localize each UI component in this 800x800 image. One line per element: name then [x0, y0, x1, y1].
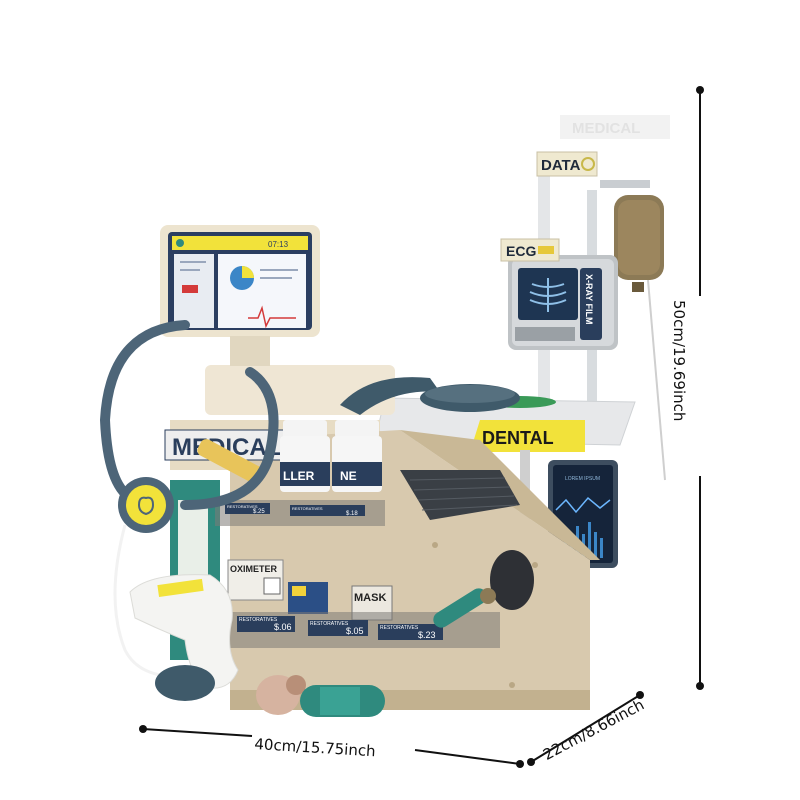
- stethoscope: [99, 320, 279, 677]
- svg-text:RESTORATIVES: RESTORATIVES: [292, 506, 323, 511]
- svg-text:$.23: $.23: [418, 630, 436, 640]
- upper-shelf: RESTORATIVES $.25 RESTORATIVES $.18: [215, 500, 385, 526]
- oximeter-box: OXIMETER: [227, 559, 284, 601]
- svg-text:07:13: 07:13: [268, 240, 289, 249]
- medicine-bottle-left: LLER: [280, 420, 330, 492]
- svg-text:DATA: DATA: [541, 157, 581, 174]
- svg-text:RESTORATIVES: RESTORATIVES: [239, 617, 278, 623]
- svg-text:RESTORATIVES: RESTORATIVES: [227, 504, 258, 509]
- svg-text:RESTORATIVES: RESTORATIVES: [310, 621, 349, 627]
- svg-text:X-RAY FILM: X-RAY FILM: [584, 274, 594, 325]
- height-dimension-line: [696, 86, 704, 690]
- svg-text:$.25: $.25: [253, 509, 265, 515]
- thermometer-gun: [129, 574, 239, 701]
- svg-text:OXIMETER: OXIMETER: [230, 564, 278, 574]
- background-medical-sign: MEDICAL: [560, 115, 670, 139]
- svg-text:DENTAL: DENTAL: [482, 428, 554, 448]
- ecg-sign: ECG: [500, 238, 560, 262]
- syringe: [197, 439, 264, 484]
- dental-tool: [433, 588, 496, 628]
- svg-text:MEDICAL: MEDICAL: [572, 120, 640, 137]
- monitor: 07:13: [160, 225, 395, 415]
- data-sign: DATA: [536, 151, 598, 177]
- medicine-bottle-right: NE: [332, 420, 382, 492]
- svg-text:$.05: $.05: [346, 626, 364, 636]
- floor-toys: [256, 675, 385, 717]
- tray-shelf: DENTAL: [374, 396, 636, 560]
- xray-unit: X-RAY FILM: [508, 255, 618, 350]
- svg-text:RESTORATIVES: RESTORATIVES: [380, 625, 419, 631]
- svg-text:$.18: $.18: [346, 511, 358, 517]
- iv-bag: [614, 195, 664, 292]
- instrument-tray: [340, 377, 520, 415]
- depth-dimension-line: [527, 691, 644, 766]
- svg-text:NE: NE: [340, 469, 357, 483]
- height-label: 50cm/19.69inch: [670, 300, 688, 422]
- svg-text:LLER: LLER: [283, 469, 315, 483]
- svg-text:LOREM IPSUM: LOREM IPSUM: [565, 476, 600, 482]
- pill-box: [288, 582, 328, 614]
- svg-text:MASK: MASK: [354, 592, 386, 604]
- svg-text:ECG: ECG: [506, 243, 536, 259]
- svg-text:$.06: $.06: [274, 622, 292, 632]
- width-dimension-line: [139, 725, 524, 768]
